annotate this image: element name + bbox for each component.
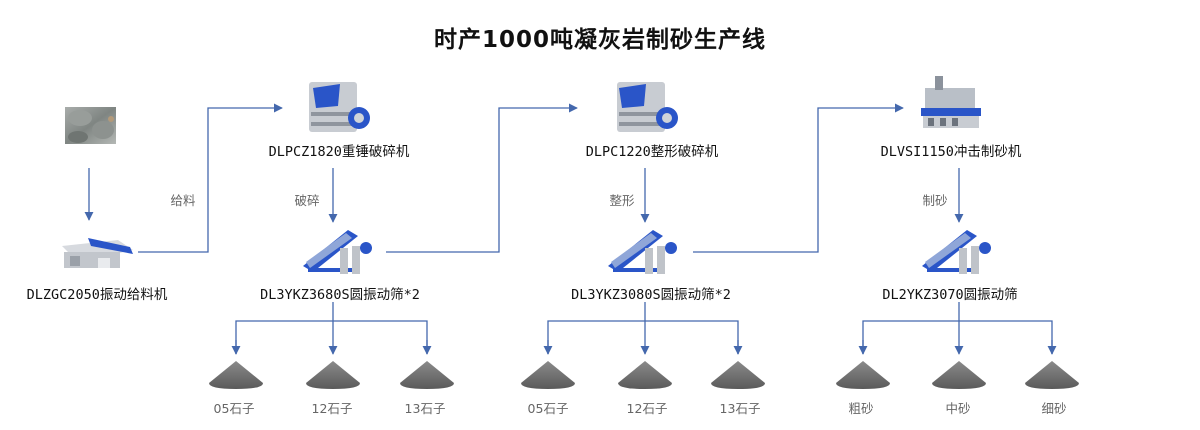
shaping-crusher-image — [617, 82, 678, 132]
product-pile-icon — [306, 361, 360, 389]
vibrating-feeder-image — [62, 238, 133, 268]
arrow-feeder-to-hammer — [138, 103, 283, 253]
product-pile-icon — [932, 361, 986, 389]
branch-group-2 — [543, 302, 743, 355]
product-label: 13石子 — [404, 401, 446, 416]
machine-label-screen-1: DL3YKZ3680S圆振动筛*2 — [260, 287, 420, 303]
product-label: 13石子 — [719, 401, 761, 416]
product-label: 粗砂 — [848, 401, 874, 416]
product-pile-icon — [836, 361, 890, 389]
hammer-crusher-image — [309, 82, 370, 132]
product-pile-icon — [711, 361, 765, 389]
arrow-screen1-to-shaper — [386, 103, 578, 253]
vsi-sand-maker-image — [921, 76, 981, 128]
product-pile-icon — [521, 361, 575, 389]
product-pile-icon — [400, 361, 454, 389]
product-pile-icon — [618, 361, 672, 389]
product-label: 12石子 — [626, 401, 668, 416]
product-label: 12石子 — [311, 401, 353, 416]
arrow-screen2-to-vsi — [693, 103, 904, 253]
branch-group-1 — [231, 302, 432, 355]
product-pile-icon — [209, 361, 263, 389]
machine-label-feeder: DLZGC2050振动给料机 — [26, 287, 168, 303]
step-label-sand: 制砂 — [922, 193, 948, 208]
step-label-feed: 给料 — [170, 193, 196, 208]
page-title: 时产1000吨凝灰岩制砂生产线 — [433, 27, 766, 53]
product-label: 细砂 — [1041, 401, 1067, 416]
step-label-shape: 整形 — [609, 193, 635, 208]
vibrating-screen-image — [608, 230, 677, 274]
product-label: 中砂 — [945, 401, 971, 416]
vibrating-screen-image — [303, 230, 372, 274]
machine-label-screen-2: DL3YKZ3080S圆振动筛*2 — [571, 287, 731, 303]
product-pile-icon — [1025, 361, 1079, 389]
machine-label-vsi: DLVSI1150冲击制砂机 — [880, 144, 1022, 160]
product-label: 05石子 — [213, 401, 255, 416]
rock-pile-image — [65, 107, 116, 144]
machine-label-shaping-crusher: DLPC1220整形破碎机 — [585, 144, 719, 160]
machine-label-screen-3: DL2YKZ3070圆振动筛 — [882, 287, 1018, 303]
machine-label-hammer-crusher: DLPCZ1820重锤破碎机 — [268, 144, 410, 160]
step-label-crush: 破碎 — [294, 193, 320, 208]
product-label: 05石子 — [527, 401, 569, 416]
vibrating-screen-image — [922, 230, 991, 274]
branch-group-3 — [858, 302, 1057, 355]
